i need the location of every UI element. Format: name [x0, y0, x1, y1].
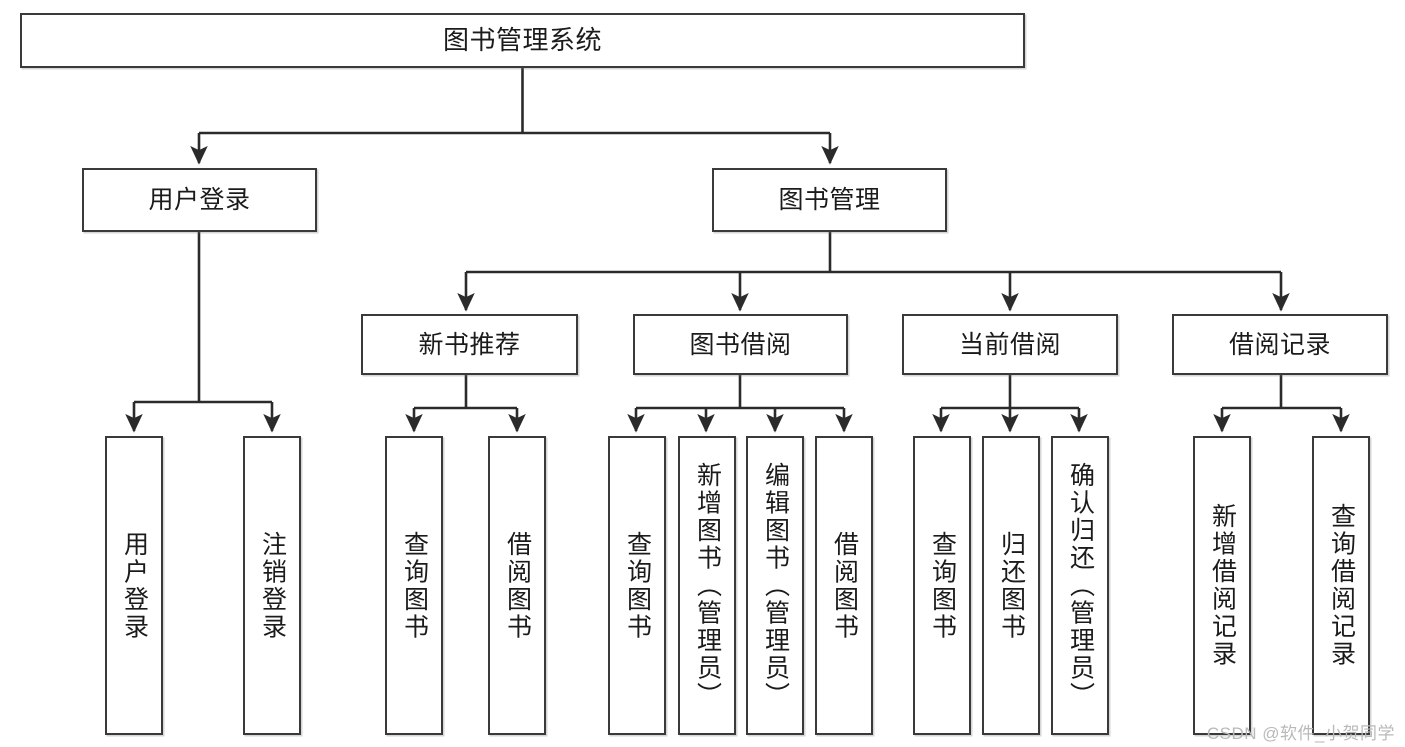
node-label: 图书借阅 — [689, 330, 792, 359]
node-borrow-record[interactable]: 借阅记录 — [1172, 314, 1388, 375]
node-new-book-recommend[interactable]: 新书推荐 — [361, 314, 578, 375]
leaf-logout-login[interactable]: 注销登录 — [243, 436, 301, 735]
leaf-query-borrow-record[interactable]: 查询借阅记录 — [1312, 436, 1370, 735]
node-label: 新增借阅记录 — [1208, 503, 1237, 668]
node-label: 查询图书 — [928, 530, 957, 641]
node-label: 用户登录 — [148, 186, 251, 214]
node-label: 当前借阅 — [958, 330, 1061, 359]
node-label: 新书推荐 — [418, 330, 521, 359]
leaf-edit-book-admin[interactable]: 编辑图书（管理员） — [746, 436, 804, 735]
node-label: 归还图书 — [997, 530, 1026, 641]
leaf-add-book-admin[interactable]: 新增图书（管理员） — [678, 436, 736, 735]
node-label: 借阅图书 — [503, 530, 532, 641]
node-current-borrow[interactable]: 当前借阅 — [902, 314, 1118, 375]
leaf-borrow-book[interactable]: 借阅图书 — [815, 436, 873, 735]
leaf-query-book-current[interactable]: 查询图书 — [913, 436, 971, 735]
node-label: 编辑图书（管理员） — [761, 461, 790, 710]
node-label: 图书管理 — [778, 186, 881, 214]
leaf-query-book-borrow[interactable]: 查询图书 — [608, 436, 666, 735]
node-label: 图书管理系统 — [442, 24, 602, 55]
leaf-user-login[interactable]: 用户登录 — [105, 436, 163, 735]
node-label: 确认归还（管理员） — [1066, 461, 1095, 710]
node-label: 注销登录 — [258, 530, 287, 641]
watermark-text: CSDN @软件_小贺同学 — [1206, 724, 1395, 743]
node-label: 查询图书 — [623, 530, 652, 641]
node-label: 借阅图书 — [830, 530, 859, 641]
node-label: 用户登录 — [120, 530, 149, 641]
node-user-login[interactable]: 用户登录 — [82, 168, 317, 232]
leaf-confirm-return-admin[interactable]: 确认归还（管理员） — [1051, 436, 1109, 735]
leaf-query-book-recommend[interactable]: 查询图书 — [385, 436, 443, 735]
node-label: 新增图书（管理员） — [693, 461, 722, 710]
node-book-borrow[interactable]: 图书借阅 — [633, 314, 848, 375]
node-label: 借阅记录 — [1228, 330, 1331, 359]
leaf-borrow-book-recommend[interactable]: 借阅图书 — [488, 436, 546, 735]
node-label: 查询图书 — [400, 530, 429, 641]
leaf-return-book[interactable]: 归还图书 — [982, 436, 1040, 735]
node-root-book-management-system[interactable]: 图书管理系统 — [20, 13, 1025, 68]
node-label: 查询借阅记录 — [1327, 503, 1356, 668]
node-book-management[interactable]: 图书管理 — [712, 168, 947, 232]
leaf-add-borrow-record[interactable]: 新增借阅记录 — [1193, 436, 1251, 735]
